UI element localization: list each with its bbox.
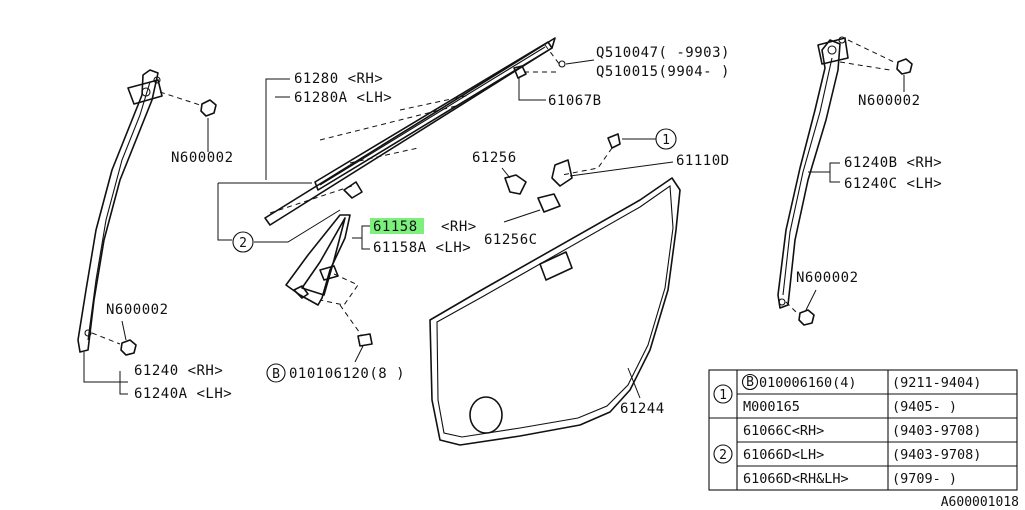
weatherstrip-61280 [264, 37, 556, 226]
label-n600002-right-bottom: N600002 [796, 270, 859, 286]
drawing-reference: A600001018 [941, 495, 1019, 510]
label-bolt-010106120: 010106120(8 ) [289, 366, 405, 382]
screw-callout-1 [561, 133, 656, 176]
table-group-2: 2 [719, 448, 727, 463]
bracket-61110d [551, 159, 674, 187]
nut-left-top [159, 91, 217, 152]
table-group-1: 1 [719, 388, 727, 403]
table-row-4-range: (9403-9708) [892, 447, 981, 463]
label-61158a: 61158A <LH> [373, 240, 471, 256]
table-row-3-range: (9403-9708) [892, 423, 981, 439]
label-61158-side: <RH> [441, 219, 477, 235]
callout-circle-2-diagram: 2 [232, 231, 254, 253]
left-sash-61240 [77, 69, 163, 353]
table-row-5-part: 61066D<RH&LH> [743, 471, 849, 487]
table-row-2-range: (9405- ) [892, 399, 957, 415]
label-61280a: 61280A <LH> [294, 90, 392, 106]
nut-right-bottom [785, 289, 817, 326]
callout-circle-1-diagram: 1 [655, 128, 677, 150]
bolt-010106120 [339, 304, 373, 363]
table-row-5-range: (9709- ) [892, 471, 957, 487]
leader-61280 [265, 78, 290, 180]
label-61067b: 61067B [548, 93, 602, 109]
label-61280: 61280 <RH> [294, 71, 383, 87]
nut-left-bottom [91, 320, 137, 356]
label-61158-code: 61158 [373, 219, 418, 235]
parts-table: 1 2 B 010006160(4) (9211-9404) M000165 (… [708, 369, 1018, 491]
label-61256c: 61256C [484, 232, 538, 248]
label-n600002-left-top: N600002 [171, 150, 234, 166]
bolt-prefix-text: B [272, 367, 280, 382]
label-61240: 61240 <RH> [134, 363, 223, 379]
table-row-2-part: M000165 [743, 399, 800, 415]
table-row-3-part: 61066C<RH> [743, 423, 824, 439]
label-61240a: 61240A <LH> [134, 386, 232, 402]
leader-61240a [119, 371, 128, 395]
right-sash-61240b [777, 36, 849, 309]
quarter-glass-61158 [285, 214, 359, 306]
label-61240c: 61240C <LH> [844, 176, 942, 192]
callout-1-text: 1 [662, 133, 670, 148]
label-q510015: Q510015(9904- ) [596, 64, 730, 80]
table-row-1-range: (9211-9404) [892, 375, 981, 391]
highlight-61158 [370, 218, 424, 234]
clip-61256c [503, 193, 561, 223]
trim-panel-61244 [429, 177, 681, 446]
clip-61067b [513, 65, 546, 101]
label-61110d: 61110D [676, 153, 730, 169]
label-61240b: 61240B <RH> [844, 155, 942, 171]
label-n600002-left-bottom: N600002 [106, 302, 169, 318]
table-row-4-part: 61066D<LH> [743, 447, 824, 463]
table-row-1-part: 010006160(4) [759, 375, 857, 391]
label-61244: 61244 [620, 401, 665, 417]
leader-61240 [83, 352, 128, 383]
clip-61256 [501, 167, 527, 195]
label-61256: 61256 [472, 150, 517, 166]
table-row-1-prefix: B [746, 375, 754, 390]
bolt-prefix-circle: B [266, 363, 286, 383]
label-n600002-right-top: N600002 [858, 93, 921, 109]
screw-q510047 [524, 44, 595, 73]
leader-61158 [361, 225, 370, 250]
leader-61240b [829, 162, 840, 183]
callout-2-text: 2 [239, 236, 247, 251]
label-q510047: Q510047( -9903) [596, 45, 730, 61]
nut-right-top [839, 39, 913, 92]
